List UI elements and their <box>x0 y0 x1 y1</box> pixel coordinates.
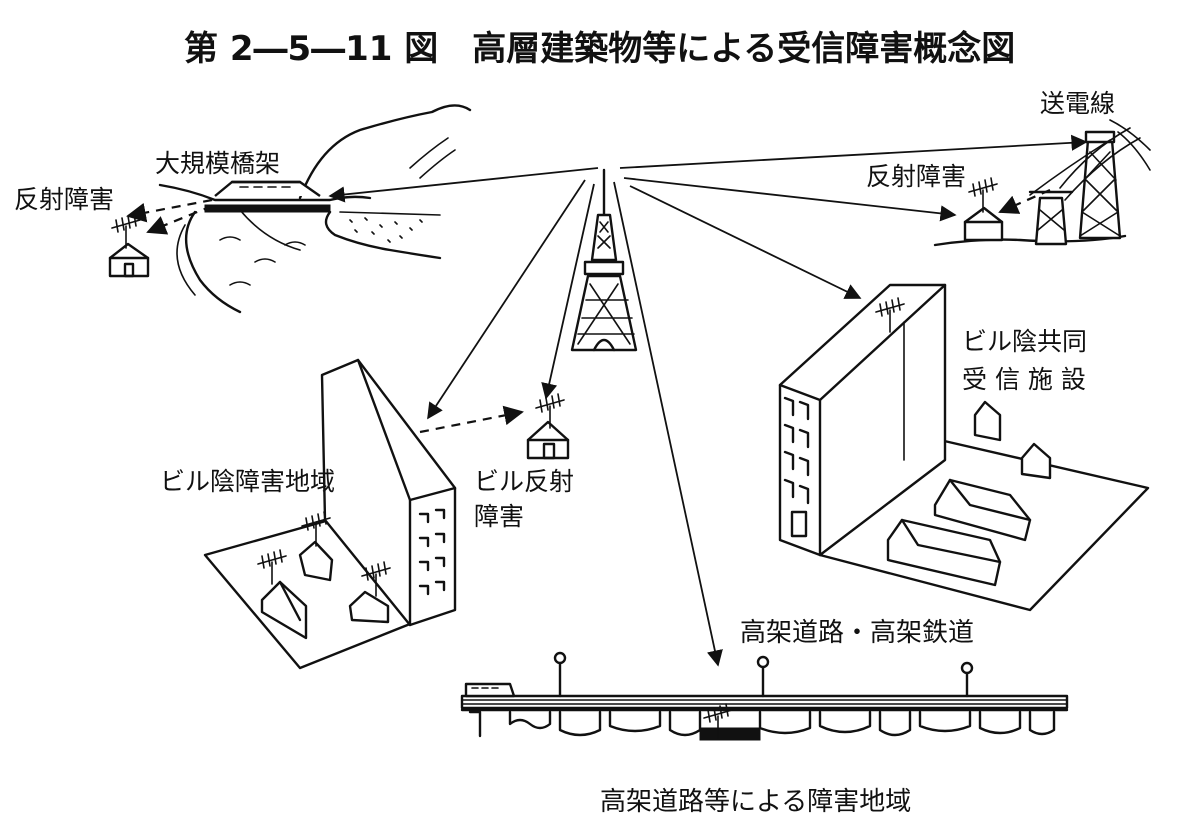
reflection-left-label: 反射障害 <box>14 185 114 214</box>
bridge-scene <box>158 104 472 314</box>
building-reflection-label-1: ビル反射 <box>474 467 574 496</box>
tv-antenna-icon <box>968 177 998 213</box>
signal-rays <box>328 134 1088 667</box>
shadow-area-scene <box>203 358 457 670</box>
broadcast-tower-icon <box>570 168 638 352</box>
building-reflection-label-2: 障害 <box>474 502 524 531</box>
house-icon <box>526 420 570 460</box>
shared-facility-label-2: 受 信 施 設 <box>962 365 1086 394</box>
shadow-area-label: ビル陰障害地域 <box>160 467 335 496</box>
elevated-area-label: 高架道路等による障害地域 <box>600 787 911 817</box>
bridge-label: 大規模橋架 <box>155 149 280 178</box>
house-icon <box>108 242 150 278</box>
house-icon <box>963 206 1004 242</box>
tv-antenna-icon <box>111 213 141 249</box>
elevated-road-scene <box>460 651 1069 741</box>
transmission-line-label: 送電線 <box>1040 89 1115 118</box>
transmission-scene <box>933 119 1151 247</box>
elevated-road-label: 高架道路・高架鉄道 <box>740 618 974 648</box>
tv-antenna-icon <box>257 549 287 585</box>
shared-reception-scene <box>778 283 1150 612</box>
figure-title: 第 2―5―11 図 高層建築物等による受信障害概念図 <box>184 29 1015 69</box>
tv-antenna-icon <box>535 393 565 429</box>
shared-facility-label-1: ビル陰共同 <box>962 327 1087 356</box>
reflection-right-label: 反射障害 <box>866 162 966 191</box>
